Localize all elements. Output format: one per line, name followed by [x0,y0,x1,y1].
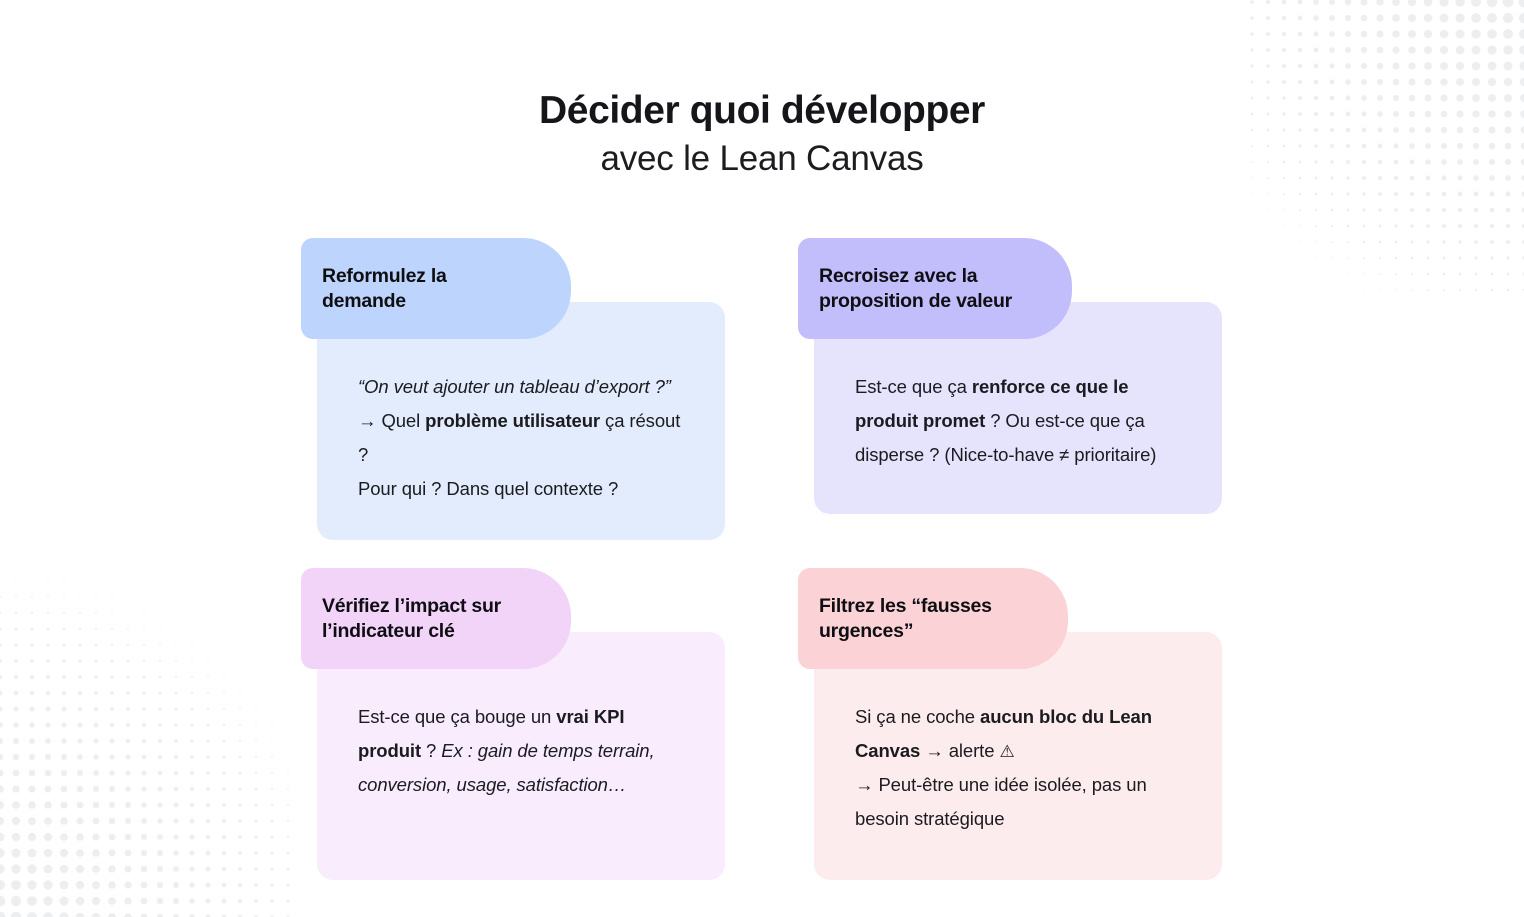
card-body: “On veut ajouter un tableau d’export ?” →… [317,302,725,541]
card-title: Filtrez les “fausses urgences” [819,595,992,642]
card-title: Recroisez avec la proposition de valeur [819,265,1013,312]
card-grid: “On veut ajouter un tableau d’export ?” →… [301,238,1222,881]
card-recroisez-avec-la-proposition-de-valeur: Est-ce que ça renforce ce que le produit … [798,238,1222,540]
card-text-line: “On veut ajouter un tableau d’export ?” [358,376,671,397]
card-text-line: Si ça ne coche aucun bloc du Lean [855,706,1152,728]
card-text-line: besoin stratégique [855,808,1005,830]
halftone-dots-bottom-left [0,557,292,917]
card-body: Est-ce que ça bouge un vrai KPI produit ?… [317,632,725,881]
card-text-line: Pour qui ? Dans quel contexte ? [358,478,619,500]
card-text: “On veut ajouter un tableau d’export ?” →… [358,370,695,506]
card-text: Est-ce que ça renforce ce que le produit … [855,370,1192,472]
card-title: Reformulez la demande [322,265,447,312]
card-verifiez-l-impact-sur-l-indicateur-cle: Est-ce que ça bouge un vrai KPI produit ?… [301,568,725,881]
card-title: Vérifiez l’impact sur l’indicateur clé [322,595,501,642]
card-text-line: conversion, usage, satisfaction… [358,774,627,796]
card-header-tab: Filtrez les “fausses urgences” [798,568,1068,670]
page-title-line-1: Décider quoi développer [539,89,985,132]
card-text: Est-ce que ça bouge un vrai KPI produit ?… [358,700,695,802]
card-reformulez-la-demande: “On veut ajouter un tableau d’export ?” →… [301,238,725,541]
card-text-line: → Peut-être une idée isolée, pas un [855,774,1147,796]
card-text-line: produit promet ? Ou est-ce que ça [855,410,1145,432]
card-text-line: Est-ce que ça bouge un vrai KPI [358,706,625,728]
card-header-tab: Recroisez avec la proposition de valeur [798,238,1073,340]
card-text-line: Canvas → alerte ⚠ [855,740,1015,763]
card-header-tab: Reformulez la demande [301,238,571,340]
card-text-line: produit ? Ex : gain de temps terrain, [358,740,655,762]
page-title: Décider quoi développer avec le Lean Can… [0,88,1524,181]
card-text-line: → Quel problème utilisateur ça résout ? [358,410,681,466]
card-text-line: Est-ce que ça renforce ce que le [855,376,1129,397]
card-text-line: disperse ? (Nice-to-have ≠ prioritaire) [855,444,1157,466]
card-header-tab: Vérifiez l’impact sur l’indicateur clé [301,568,571,670]
page-title-line-2: avec le Lean Canvas [600,139,924,179]
